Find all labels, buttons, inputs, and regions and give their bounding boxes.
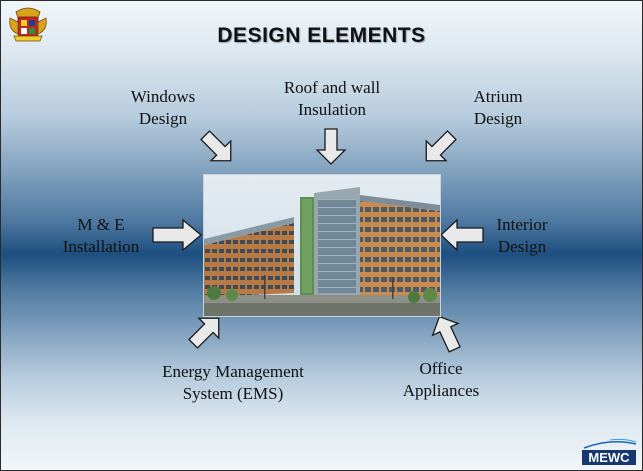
label-atrium-line-2: Design	[473, 109, 523, 128]
mewc-logo-icon: MEWC	[582, 438, 637, 465]
office-building-icon	[204, 175, 440, 316]
coat-of-arms-icon	[9, 7, 47, 42]
label-windows-design: Windows Design	[118, 86, 208, 130]
label-office-appliances: Office Appliances	[386, 358, 496, 402]
label-interior-design: Interior Design	[482, 214, 562, 258]
label-me-line-1: M & E	[77, 215, 125, 234]
label-atrium-design: Atrium Design	[458, 86, 538, 130]
building-photo	[204, 175, 440, 316]
label-interior-line-1: Interior	[496, 215, 548, 234]
slide-title: DESIGN ELEMENTS	[217, 24, 426, 47]
label-roof-line-1: Roof and wall	[283, 78, 381, 97]
label-ems-line-1: Energy Management	[162, 362, 304, 381]
arrow-windows-icon	[200, 130, 232, 162]
label-roof-line-2: Insulation	[298, 100, 366, 119]
mewc-logo-text: MEWC	[588, 450, 630, 465]
label-windows-line-1: Windows	[130, 87, 196, 106]
arrow-roof-icon	[315, 128, 347, 165]
label-me-line-2: Installation	[62, 237, 140, 256]
arrow-ems-icon	[188, 317, 220, 349]
label-energy-management-system: Energy Management System (EMS)	[128, 361, 338, 405]
label-interior-line-2: Design	[497, 237, 547, 256]
label-office-line-1: Office	[419, 359, 463, 378]
arrow-atrium-icon	[425, 130, 457, 162]
label-office-line-2: Appliances	[402, 381, 480, 400]
label-ems-line-2: System (EMS)	[182, 384, 284, 403]
label-roof-wall-insulation: Roof and wall Insulation	[262, 77, 402, 121]
label-me-installation: M & E Installation	[46, 214, 156, 258]
label-windows-line-2: Design	[138, 109, 188, 128]
arrow-interior-icon	[440, 218, 484, 252]
arrow-office-icon	[431, 315, 461, 353]
arrow-me-icon	[152, 218, 203, 252]
label-atrium-line-1: Atrium	[473, 87, 523, 106]
